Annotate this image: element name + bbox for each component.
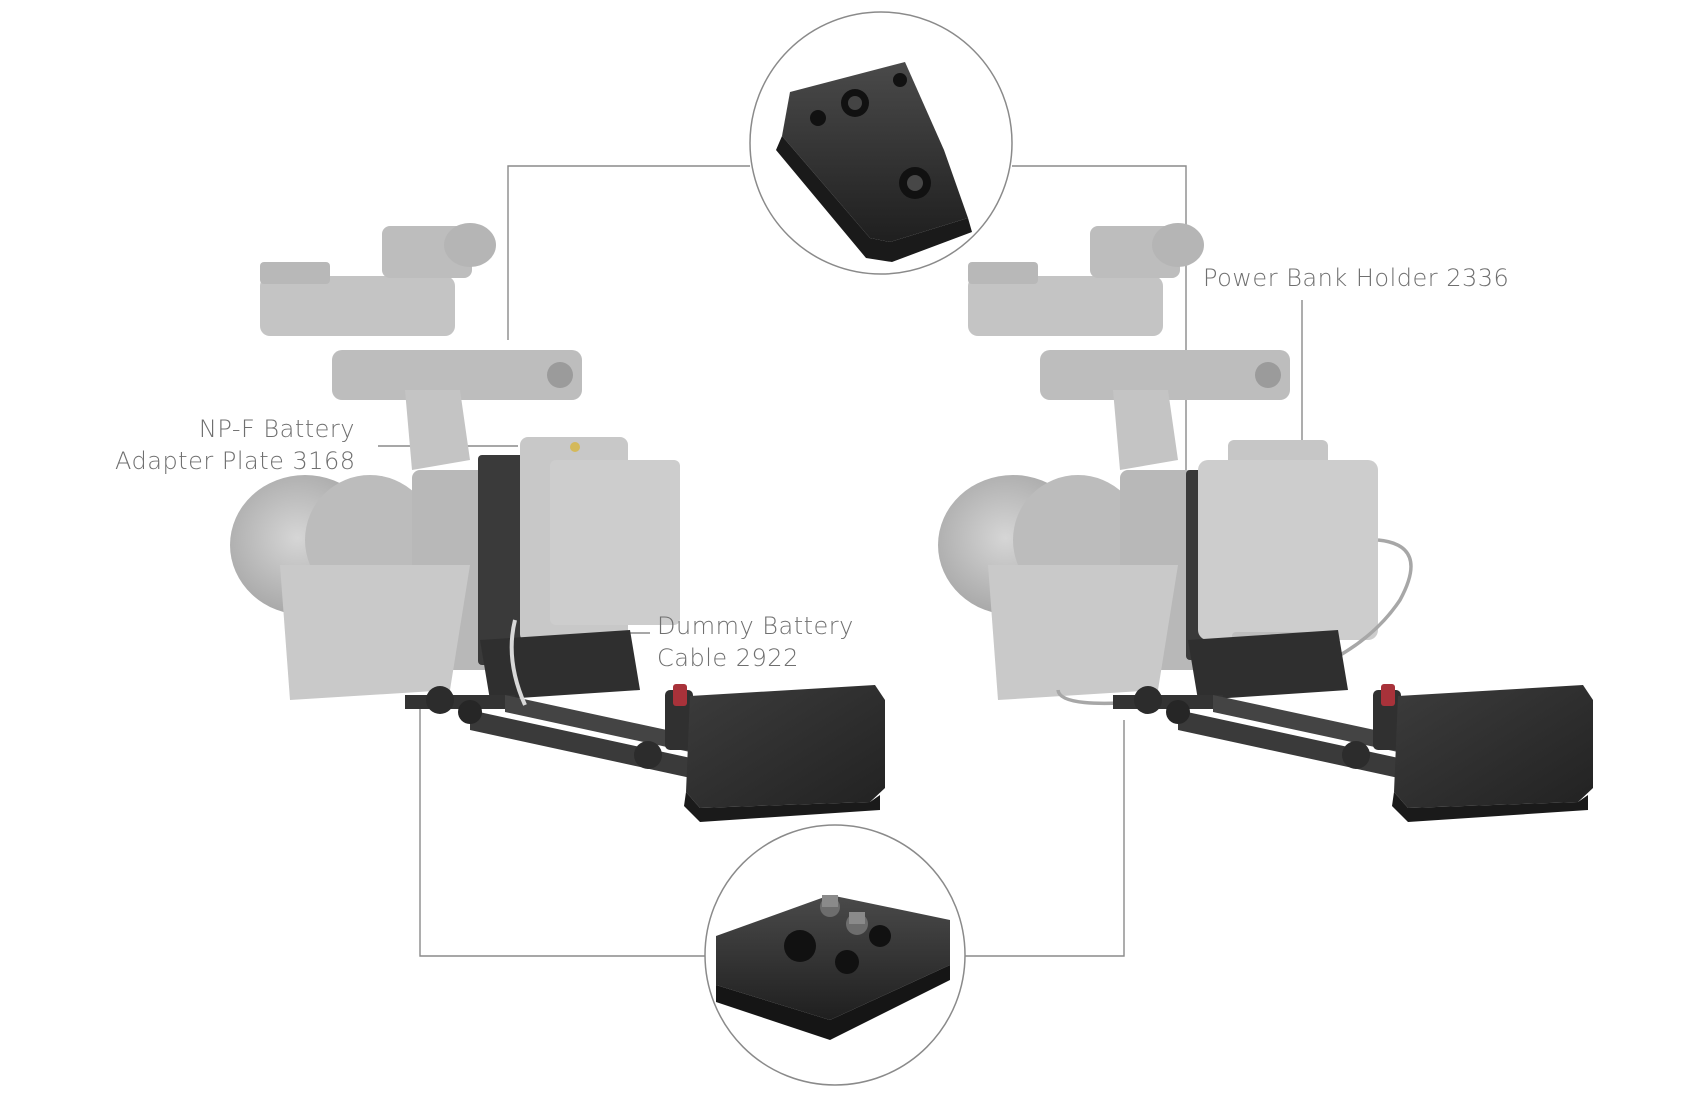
camera-rig-right-icon	[938, 223, 1593, 822]
bottom-callout-line-right	[960, 720, 1125, 957]
top-detail-circle	[749, 11, 1013, 275]
camera-rig-left-icon	[230, 223, 885, 822]
dummy-battery-label: Dummy Battery Cable 2922	[657, 610, 854, 674]
dummy-battery-label-line1: Dummy Battery	[657, 612, 854, 640]
top-plate-detail-icon	[776, 62, 972, 262]
npf-battery-label-line2: Adapter Plate 3168	[115, 447, 356, 475]
npf-battery-label-line1: NP-F Battery	[198, 415, 355, 443]
power-bank-label: Power Bank Holder 2336	[1203, 262, 1509, 294]
bottom-callout-line-left	[419, 700, 708, 957]
bottom-detail-circle	[704, 824, 966, 1086]
bottom-plate-detail-icon	[716, 895, 950, 1040]
npf-battery-label: NP-F Battery Adapter Plate 3168	[115, 413, 355, 477]
top-callout-line-left	[507, 165, 750, 340]
power-bank-label-line1: Power Bank Holder 2336	[1203, 264, 1510, 292]
dummy-battery-label-line2: Cable 2922	[657, 644, 799, 672]
